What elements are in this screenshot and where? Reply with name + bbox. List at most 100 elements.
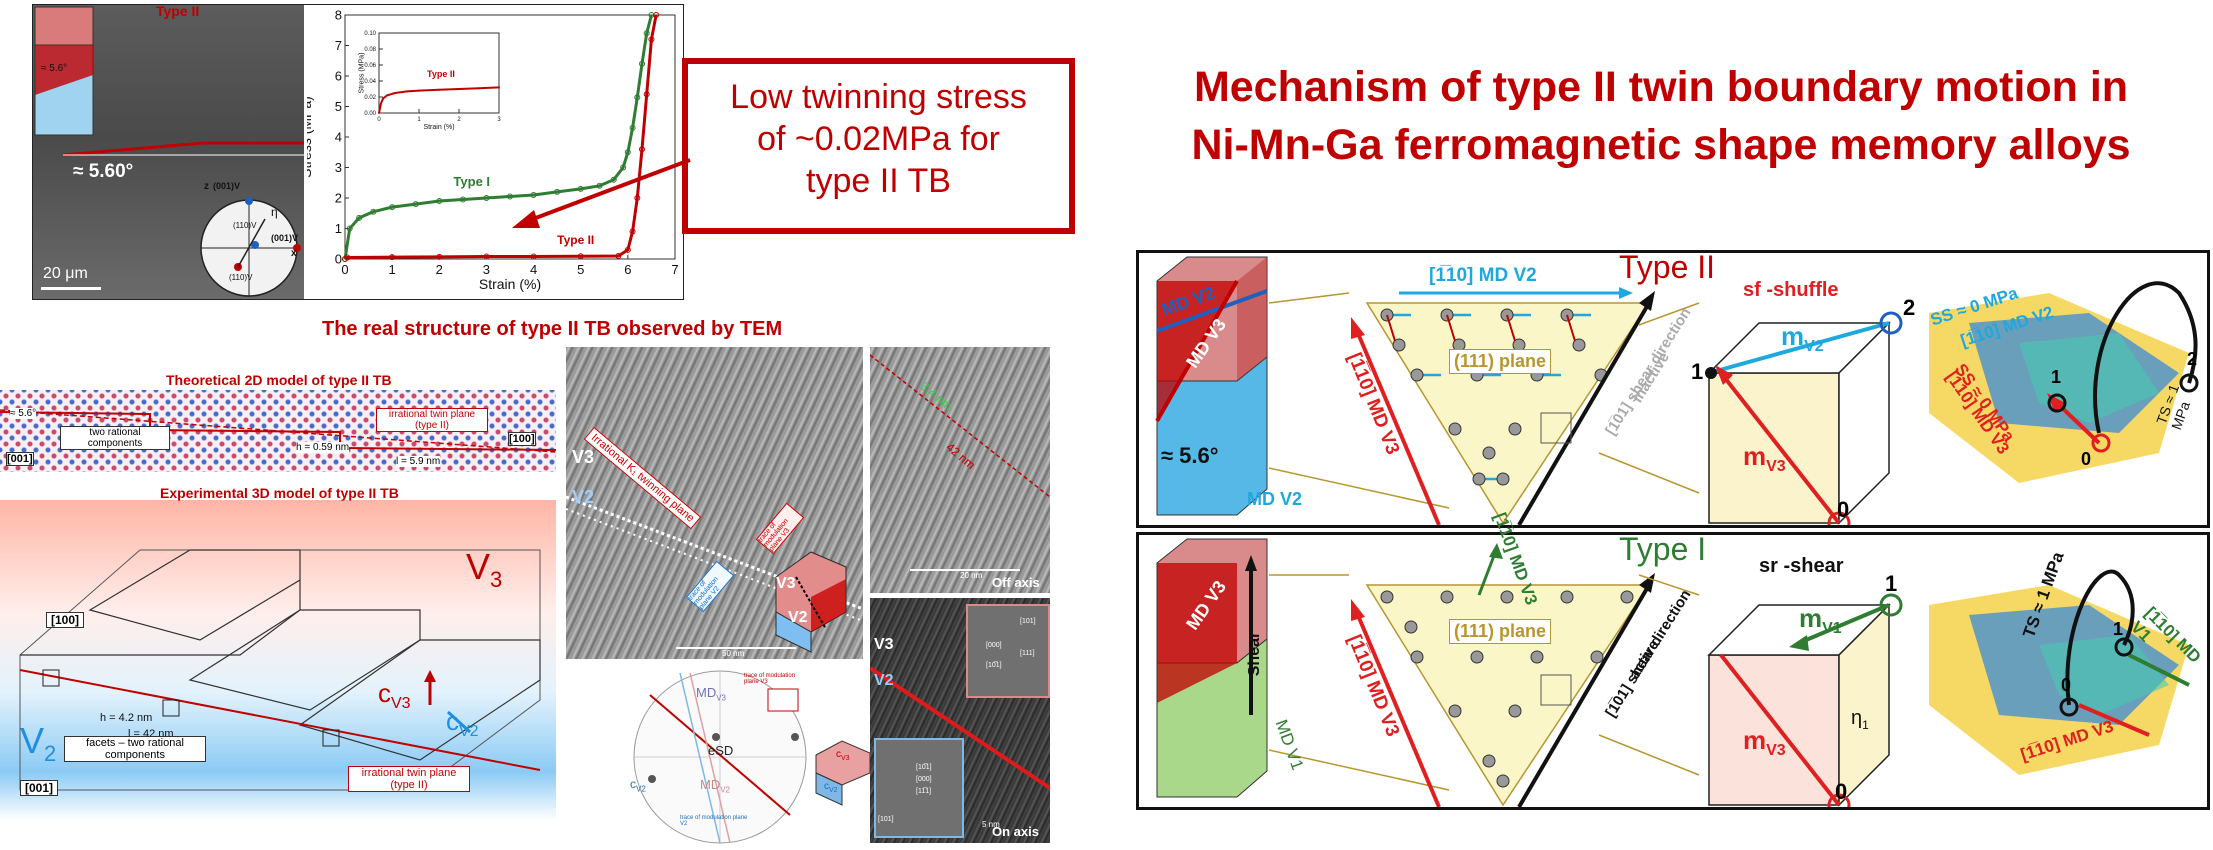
inset-y-tick-label: 0.02 [364, 95, 376, 101]
type1-n1: 1 [1885, 571, 1898, 596]
type1-drawing [1156, 538, 2190, 817]
tem-off-scale: 20 nm [960, 571, 983, 580]
stereo-x: x [291, 248, 297, 259]
sem-scale-line [41, 287, 101, 290]
model-3d-facets: facets – two rational components [64, 736, 206, 762]
type2-md-v2-bottom: MD V2 [1247, 489, 1303, 509]
series-point-1 [624, 246, 631, 253]
inset-y-tick-label: 0.10 [364, 31, 376, 37]
type2-drawing [1155, 256, 2199, 535]
main-y-tick-label: 6 [335, 68, 342, 83]
series-point-1 [530, 253, 537, 260]
tem-main-image: Irrational K₁ twinning plane V3 V2 V3 V2… [566, 347, 863, 659]
callout-line3: type II TB [806, 162, 951, 200]
tem-stereo-drawing [633, 670, 871, 844]
low-stress-callout: Low twinning stress of ~0.02MPa for type… [682, 58, 1075, 234]
series-point-0 [554, 188, 561, 195]
stereo-eta: η [271, 205, 278, 219]
fft-bottom-spot-0: [10̅1] [916, 764, 932, 771]
type2-shuffle: sf -shuffle [1743, 279, 1839, 301]
model-2d-irrational: irrational twin plane (type II) [376, 408, 488, 432]
type1-sr-shear: sr -shear [1759, 555, 1844, 577]
inset-series-label: Type II [427, 69, 455, 79]
main-y-axis-label: Stress (MPa) [307, 96, 314, 178]
inset-x-tick-label: 1 [417, 117, 421, 123]
model-2d-001: [001] [6, 452, 34, 466]
main-x-axis-label: Strain (%) [479, 276, 541, 292]
series-point-1 [483, 253, 490, 260]
stereo-cv2: cV2 [630, 777, 646, 794]
model-3d-100: [100] [46, 612, 85, 628]
tem-off-axis-label: Off axis [992, 575, 1040, 590]
type1-s1: 1 [2113, 619, 2124, 639]
model-2d-panel: ≈ 5.6° two rational components irrationa… [0, 390, 556, 472]
stereo-trace-v3: trace of modulation plane V3 [744, 673, 796, 685]
series-point-1 [389, 254, 396, 261]
inset-x-tick-label: 0 [377, 117, 381, 123]
type2-s2: 2 [2187, 349, 2198, 369]
main-y-tick-label: 3 [335, 160, 342, 175]
tem-v2-block: V2 [788, 609, 808, 626]
stereo-block-cv2: cV2 [824, 781, 838, 794]
tem-on-axis-image: V3 V2 [101] [000] [111] [10̅1] [10̅1] [0… [870, 598, 1050, 843]
series-point-0 [436, 198, 443, 205]
type2-n2: 2 [1903, 295, 1916, 320]
main-y-tick-label: 8 [335, 7, 342, 22]
series-point-0 [620, 164, 627, 171]
model-3d-title: Experimental 3D model of type II TB [160, 485, 399, 501]
main-y-tick-label: 5 [335, 99, 342, 114]
stereo-001v2: (001)V [213, 181, 241, 191]
tem-fft-top: [101] [000] [111] [10̅1] [966, 604, 1050, 698]
series-point-0 [459, 196, 466, 203]
tem-on-overlay [870, 666, 1050, 790]
series-point-1 [643, 91, 650, 98]
fft-bottom-spot-1: [000] [916, 776, 932, 783]
type1-mv1: mV1 [1799, 603, 1842, 638]
sem-overlay [34, 6, 304, 297]
sem-type-label: Type II [156, 3, 200, 19]
tem-off-scale-line [910, 569, 1020, 571]
inset-series-point-0 [406, 90, 408, 93]
type2-arrow-top: [1̅10] MD V2 [1429, 265, 1537, 286]
series-point-0 [356, 214, 363, 221]
model-2d-lines [0, 409, 556, 453]
stereo-esd: eSD [708, 743, 734, 758]
main-title-line2: Ni-Mn-Ga ferromagnetic shape memory allo… [1191, 121, 2131, 169]
series-label-type1: Type I [453, 174, 490, 189]
inset-series-point-0 [458, 88, 460, 90]
inset-series-point-0 [418, 89, 420, 92]
main-y-tick-label: 7 [335, 38, 342, 53]
model-3d-cv2: cV2 [446, 706, 479, 741]
series-line-1 [344, 14, 658, 261]
main-y-tick-label: 4 [335, 129, 342, 144]
type1-title: Type I [1619, 531, 1707, 567]
type2-title: Type II [1619, 249, 1716, 285]
model-3d-h: h = 4.2 nm [100, 712, 153, 724]
sem-chart-panel: Type II ≈ 5.6° ≈ 5.60° 20 μm z (001)V η … [32, 3, 684, 300]
model-2d-100: [100] [508, 432, 536, 446]
series-point-0 [483, 195, 490, 201]
fft-top-spot-2: [111] [1020, 650, 1035, 657]
tem-main-scale: 50 nm [722, 649, 745, 658]
inset-y-tick-label: 0.04 [364, 79, 376, 85]
sem-angle-label: ≈ 5.60° [73, 161, 134, 182]
type2-n1: 1 [1691, 359, 1704, 384]
stereo-block-cv3: cV3 [836, 749, 850, 762]
inset-plot-area [378, 32, 500, 114]
series-point-1 [648, 36, 655, 43]
main-x-tick-label: 7 [671, 262, 678, 277]
stereo-001v3: (001)V [271, 233, 299, 243]
model-2d-l: l = 5.9 nm [396, 456, 441, 467]
type1-mv3: mV3 [1743, 725, 1786, 760]
tem-main-scale-line [676, 647, 796, 649]
inset-x-axis-label: Strain (%) [423, 124, 454, 131]
series-point-1 [639, 146, 645, 153]
series-point-0 [596, 182, 603, 189]
inset-series-point-0 [478, 87, 480, 90]
fft-bottom-spot-3: [101] [878, 816, 894, 823]
type2-plane: (111) plane [1449, 349, 1552, 374]
main-x-tick-label: 6 [624, 262, 631, 277]
main-y-tick-label: 2 [335, 190, 342, 205]
stereo-md-v2: MDV2 [700, 777, 731, 795]
